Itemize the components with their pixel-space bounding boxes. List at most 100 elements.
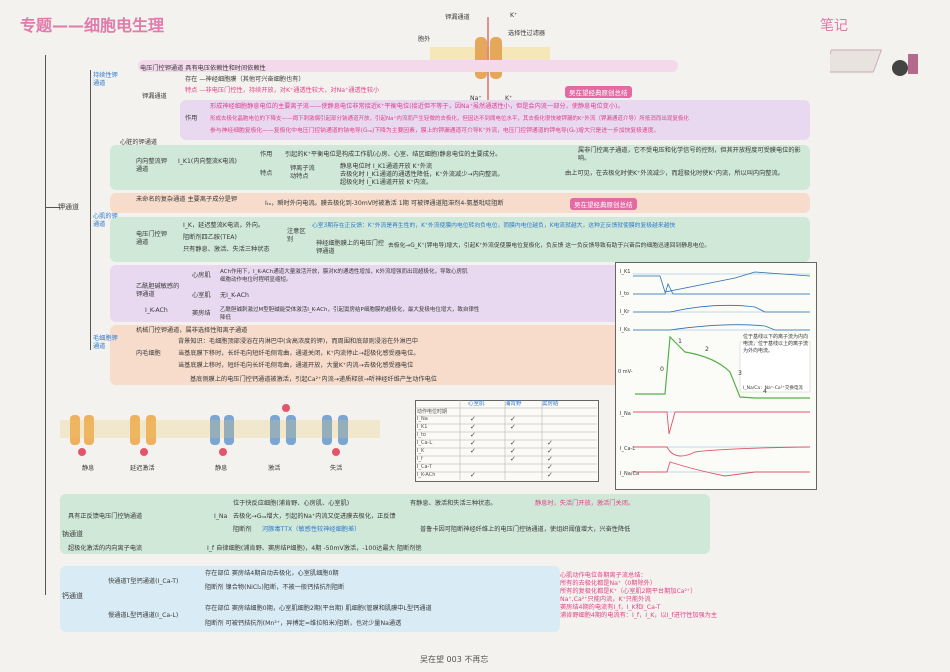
ik1-feature-4: 超极化时 I_K1通道开放 K⁺内流。 xyxy=(340,179,433,186)
ik-note-2: 神经细胞膜上的电压门控钾通道 xyxy=(316,240,385,255)
graph-label-ikr: I_Kr xyxy=(620,309,630,315)
calcium-t-1: 存在部位 窦房结4期自动去极化，心室肌细胞0期 xyxy=(205,570,339,577)
leak-channel-diagram xyxy=(430,12,550,102)
phase-2: 2 xyxy=(705,346,709,353)
diagram-rest-2: 静息 xyxy=(215,465,228,472)
outside-label: 胞外 xyxy=(418,36,431,43)
table-header-ventricle: 心室肌 xyxy=(468,401,485,407)
table-grid xyxy=(415,400,597,480)
hair-line-3: 内毛细胞 xyxy=(136,350,161,357)
ito-question: 未命名的复杂通道 主要离子成分是钾 xyxy=(136,196,237,203)
ik-label: 电压门控钾通道 xyxy=(136,231,167,246)
ik1-role-label: 作用 xyxy=(260,151,273,158)
check-icon: ✓ xyxy=(510,423,516,431)
ik-note-1: 心室3期存在正反馈：K⁺外流是再生性的，K⁺外流使膜内电位转向负电位，而膜内电位… xyxy=(312,223,676,229)
check-icon: ✓ xyxy=(470,439,476,447)
ach-label: 乙酰胆碱敏感的钾通道 xyxy=(136,283,180,298)
phase-3: 3 xyxy=(738,370,742,377)
ik1-feature-5: 由上可见，在去极化时使K⁺外流减少，而超极化时使K⁺内流，所以叫内向整流。 xyxy=(565,170,784,177)
k-ion-label: K⁺ xyxy=(510,12,518,19)
check-icon: ✓ xyxy=(547,455,553,463)
summary-2: 所有的复极化都是K⁺（心室肌2期平台期加Ca²⁺） xyxy=(560,588,697,595)
leak-line-3: 特点 —非电压门控性，持续开放，对K⁺通透性较大，对Na⁺通透性较小 xyxy=(185,87,380,94)
summary-4: 窦房结4期的电流有I_f，I_K和I_Ca-T xyxy=(560,604,661,611)
ik-band xyxy=(110,217,810,262)
ik1-definition: I_K1(内向整流K电流) xyxy=(178,158,237,165)
calcium-l-2: 阻断剂 可被钙拮抗剂(Mn²⁺，异搏定=维拉帕米)阻断，也对少量Na通透 xyxy=(205,620,402,627)
table-row: I_Ca-T xyxy=(417,464,432,470)
hair-line-5: 当基底膜上移时，短纤毛向长纤毛侧弯曲，通道开放，大量K⁺内流→去极化感受器电位 xyxy=(178,362,414,369)
ik-line-2: 阻断剂四乙胺(TEA) xyxy=(183,234,237,241)
table-row: I_Ca-L xyxy=(417,440,433,446)
check-icon: ✓ xyxy=(547,447,553,455)
k-ion-label-2: K⁺ xyxy=(505,95,513,102)
ito-summary-tag: 吴在望经典原创总结 xyxy=(570,198,637,210)
diagram-rest: 静息 xyxy=(82,465,95,472)
graph-note-box: 位于基线以下的离子流为内向电流，位于基线以上的离子流为外向电流。 xyxy=(743,334,809,354)
ik-note-label: 注意区别 xyxy=(287,228,306,243)
current-phase-table xyxy=(415,400,599,482)
table-row: I_Na xyxy=(417,416,428,422)
check-icon: ✓ xyxy=(510,415,516,423)
leak-line-1: 电压门控钾通道 具有电压依赖性和时间依赖性 xyxy=(140,65,266,72)
ik1-band xyxy=(110,145,810,190)
calcium-t-2: 阻断剂 镍合物(NiCl₂)阻断，不被一般钙拮抗剂阻断 xyxy=(205,584,345,591)
leak-summary-tag: 吴在望经典原创总结 xyxy=(565,86,632,98)
section-hair: 毛细胞钾通道 xyxy=(93,335,118,350)
sodium-band xyxy=(60,494,710,554)
ach-ventricle-desc: 无I_K-ACh xyxy=(220,292,249,299)
summary-3: Na⁺,Ca²⁺只能内流，K⁺只能外流 xyxy=(560,596,651,603)
leak-effect-band xyxy=(180,100,810,140)
graph-label-iks: I_Ks xyxy=(620,327,630,333)
hair-band xyxy=(110,325,620,385)
check-icon: ✓ xyxy=(547,463,553,471)
heart-channel-label: 心脏的钾通道 xyxy=(120,139,158,146)
section-leak: 钾漏通道 xyxy=(142,93,167,100)
leak-effect-2: 形成去极化晶胞电位的下降支——阈下刺激偶引起部分钠通道开放，引起Na⁺内流而产生… xyxy=(210,116,689,122)
table-row-phase: 动作电位时期 xyxy=(417,409,448,415)
sodium-line-2: 超极化激活的内向离子电流 xyxy=(68,545,143,552)
graph-label-ik1: I_K1 xyxy=(620,269,631,275)
ik1-role-desc: 引起的K⁺平衡电位是构成工作肌(心房、心室、结区细胞)静息电位的主要成分。 xyxy=(285,151,502,158)
table-header-purkinje: 浦肯野 xyxy=(505,401,522,407)
calcium-l-label: 慢通道L型钙通道(I_Ca-L) xyxy=(108,612,179,619)
notes-label: 笔记 xyxy=(820,18,848,34)
sodium-s6: 河豚毒TTX（敏感性较神经细胞差） xyxy=(262,526,361,533)
check-icon: ✓ xyxy=(510,455,516,463)
graph-label-ina: I_Na xyxy=(620,411,631,417)
ito-line: Iₜₒ，瞬时外向电流。膜去极化到-30mV时被激活 1期 可被钾通道阻滞剂4-氨… xyxy=(265,200,504,207)
graph-label-ito: I_to xyxy=(620,291,629,297)
page-footer: 吴在望 003 不再忘 xyxy=(420,655,489,664)
sodium-s4: 去极化→Gₙₐ增大，引起的Na⁺内流又促进膜去极化，正反馈 xyxy=(233,513,396,520)
ach-sa-desc: 乙酰胆碱刺激过M型胆碱能受体激活I_K-ACh，引起窦房结P细胞膜的超极化，最大… xyxy=(220,307,480,321)
leak-line-2: 存在 —神经细胞膜（其他可兴奋细胞也有） xyxy=(185,76,305,83)
graph-label-ical: I_Ca-L xyxy=(620,446,636,452)
page-title: 专题——细胞电生理 xyxy=(20,16,165,35)
graph-note-small: I_Na/Ca：Na⁺-Ca²⁺交换电流 xyxy=(743,386,803,391)
section-sodium: 钠通道 xyxy=(62,530,83,538)
hair-line-4: 当基底膜下移时，长纤毛向短纤毛侧弯曲，通道关闭，K⁺内流停止→超极化感受器电位。 xyxy=(178,350,420,357)
diagram-activate: 激活 xyxy=(268,465,281,472)
table-row: I_K-ACh xyxy=(417,472,436,478)
selectivity-filter-label: 选择性过滤器 xyxy=(508,30,546,37)
ik1-feature-3: 去极化时 I_K1通道的通透性降低，K⁺外流减少→内向整流。 xyxy=(340,171,504,178)
sodium-if: I_f 自律细胞(浦肯野、窦房结P细胞)，4期 -50mV激活，-100达最大 … xyxy=(207,545,422,552)
ik-line-3: 只有静息、激活、失活三种状态 xyxy=(183,246,270,253)
phase-4: 4 xyxy=(763,388,767,395)
na-ion-label: Na⁺ xyxy=(470,95,482,102)
diagram-inactivate: 失活 xyxy=(330,465,343,472)
section-constitutive: 持续性钾通道 xyxy=(93,72,118,87)
k-channel-gating-diagram xyxy=(60,400,380,475)
diagram-delayed: 延迟激活 xyxy=(130,465,155,472)
check-icon: ✓ xyxy=(470,471,476,479)
table-row: I_to xyxy=(417,432,426,438)
table-row: I_K1 xyxy=(417,424,428,430)
ach-band xyxy=(110,265,620,322)
sodium-line-1: 具有正反馈电压门控钠通道 xyxy=(68,513,143,520)
check-icon: ✓ xyxy=(470,415,476,423)
check-icon: ✓ xyxy=(470,447,476,455)
ach-ventricle: 心室肌 xyxy=(192,292,211,299)
ach-sub: I_K-ACh xyxy=(145,307,168,314)
phase-1: 1 xyxy=(678,338,682,345)
sodium-s2: 有静息、激活和失活三种状态。 xyxy=(410,500,497,507)
